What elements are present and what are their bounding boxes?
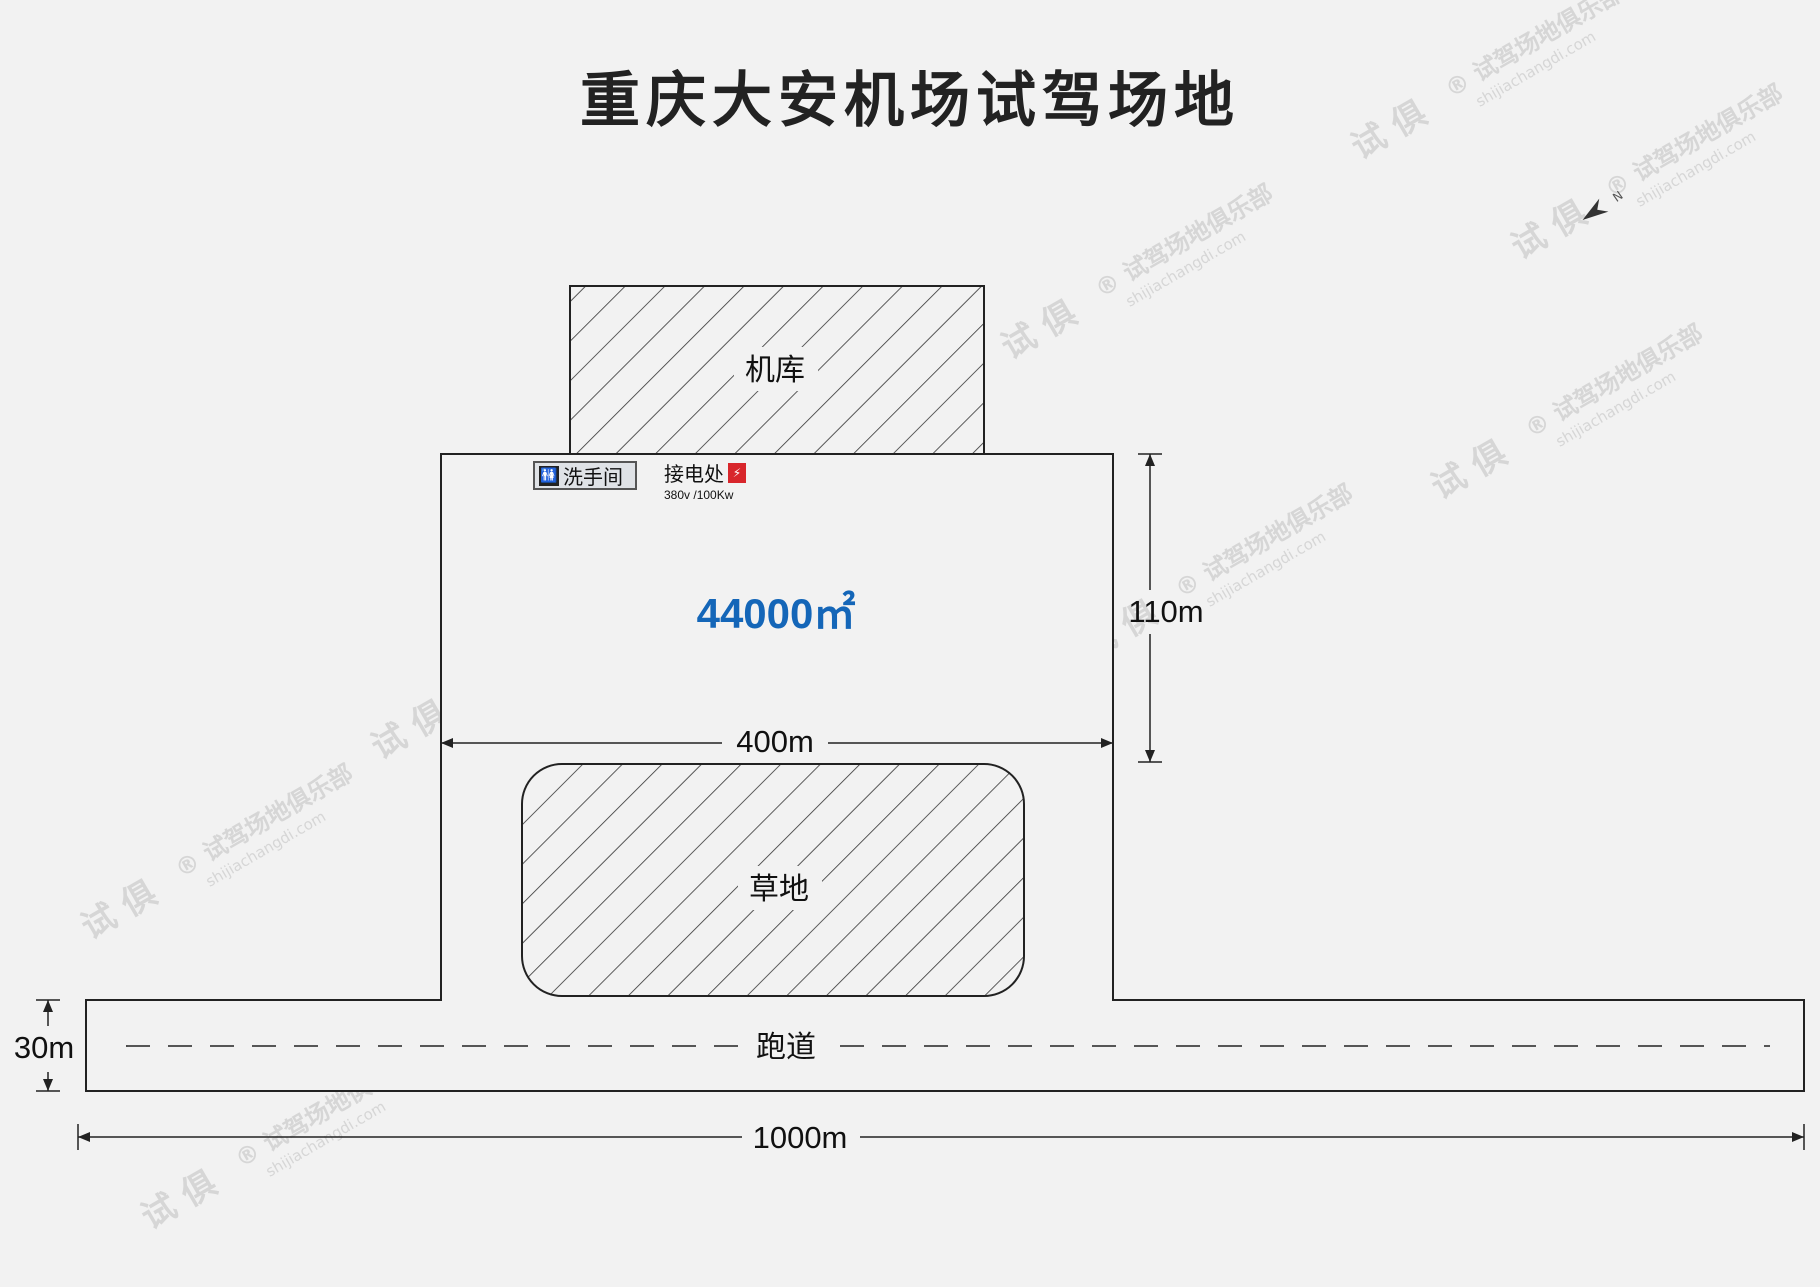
hangar-label-bg (734, 347, 818, 391)
hangar-label: 机库 (745, 353, 805, 388)
apron-height-label: 110m (1128, 594, 1203, 629)
power-spec: 380v /100Kw (664, 488, 734, 502)
apron-width-label: 400m (736, 724, 814, 759)
power-plug-icon: ⚡ (728, 462, 746, 483)
watermark-logo: 试 俱 (1505, 193, 1594, 268)
watermark-brand: ® 试驾场地俱乐部 (1090, 179, 1278, 303)
watermark-brand: ® 试驾场地俱乐部 (1170, 479, 1358, 603)
power-label: 接电处 (664, 462, 724, 486)
page-title: 重庆大安机场试驾场地 (580, 66, 1240, 136)
watermark-brand: ® 试驾场地俱乐部 (1440, 0, 1628, 103)
grass-label-bg (738, 866, 822, 910)
apron-height-dimension (1138, 453, 1162, 763)
watermark-logo: 试 俱 (75, 873, 164, 948)
watermark-logo: 试 俱 (1345, 93, 1434, 168)
watermark-logo: 试 俱 (1425, 433, 1514, 508)
grass-label: 草地 (749, 872, 809, 907)
runway-label: 跑道 (756, 1030, 816, 1065)
apron-area-value: 44000㎡ (697, 590, 856, 637)
watermark-logo: 试 俱 (995, 293, 1084, 368)
runway-width-label: 30m (14, 1030, 74, 1065)
watermark-logo: 试 俱 (135, 1163, 224, 1238)
runway-length-label: 1000m (753, 1120, 848, 1155)
runway-length-dimension (77, 1124, 1805, 1150)
power-point: 接电处 ⚡ 380v /100Kw (664, 458, 746, 502)
runway-label-bg (744, 1024, 828, 1068)
restroom-label: 洗手间 (563, 465, 623, 489)
restroom-sign: 🚻 洗手间 (533, 461, 637, 490)
watermark-brand: ® 试驾场地俱乐部 (1520, 319, 1708, 443)
watermark-brand: ® 试驾场地俱乐部 (170, 759, 358, 883)
apron-width-dimension (441, 738, 1113, 748)
runway-width-dimension (36, 999, 60, 1092)
restroom-icon: 🚻 (539, 465, 559, 486)
watermark-brand: ® 试驾场地俱乐部 (1600, 79, 1788, 203)
